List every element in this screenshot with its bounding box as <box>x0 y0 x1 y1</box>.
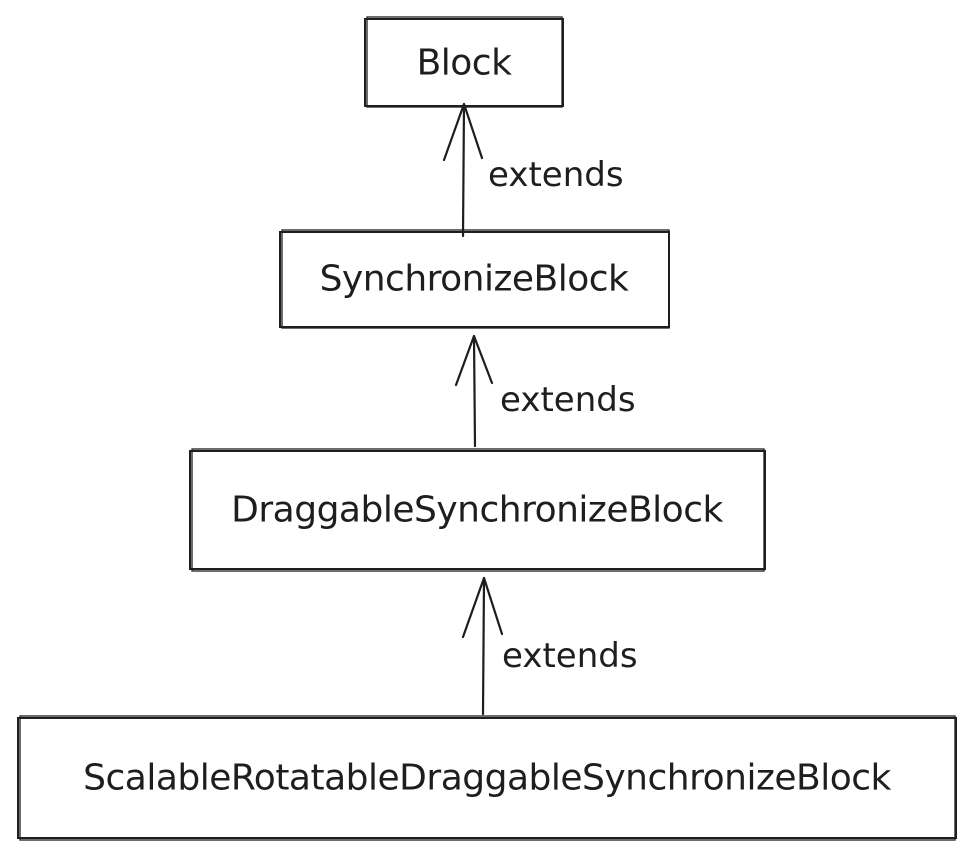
node-synchronize-block-box-sketch <box>281 229 670 329</box>
edge-scalable-to-draggable-line <box>481 576 486 716</box>
node-block: Block <box>364 16 564 108</box>
edge-draggable-to-synchronize: extends <box>454 334 636 448</box>
edge-synchronize-to-block-line <box>461 102 466 238</box>
node-draggable-synchronize-block-box <box>189 450 766 570</box>
node-scalable-rotatable-draggable-synchronize-block-box <box>17 717 957 839</box>
node-scalable-rotatable-draggable-synchronize-block: ScalableRotatableDraggableSynchronizeBlo… <box>17 715 957 841</box>
node-draggable-synchronize-block-box-sketch <box>191 448 765 572</box>
edge-scalable-to-draggable-label: extends <box>502 636 638 676</box>
edge-synchronize-to-block-arrowhead <box>442 102 484 162</box>
node-draggable-synchronize-block: DraggableSynchronizeBlock <box>189 448 766 572</box>
node-scalable-rotatable-draggable-synchronize-block-box-sketch <box>19 715 956 841</box>
node-draggable-synchronize-block-label: DraggableSynchronizeBlock <box>231 490 723 531</box>
edge-synchronize-to-block: extends <box>442 102 624 238</box>
node-synchronize-block-label: SynchronizeBlock <box>320 259 629 300</box>
edge-synchronize-to-block-label: extends <box>488 155 624 195</box>
edge-draggable-to-synchronize-line <box>472 334 477 448</box>
edge-scalable-to-draggable: extends <box>461 576 638 716</box>
edge-scalable-to-draggable-arrowhead <box>461 576 504 639</box>
edge-draggable-to-synchronize-arrowhead <box>454 334 494 387</box>
edge-draggable-to-synchronize-label: extends <box>500 380 636 420</box>
node-synchronize-block: SynchronizeBlock <box>279 229 670 329</box>
node-block-label: Block <box>417 43 513 84</box>
node-scalable-rotatable-draggable-synchronize-block-label: ScalableRotatableDraggableSynchronizeBlo… <box>83 758 891 799</box>
